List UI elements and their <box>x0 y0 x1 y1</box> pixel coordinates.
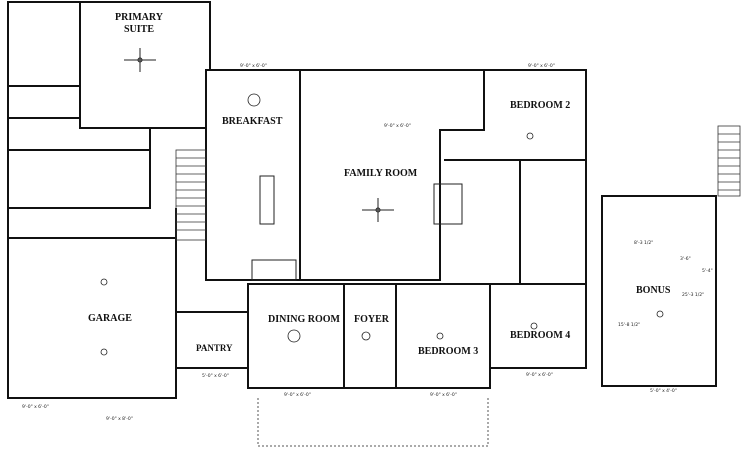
ceiling-fan-icon <box>124 48 156 72</box>
hall-bath-walls <box>444 159 587 285</box>
room-label-bedroom-4: BEDROOM 4 <box>510 330 571 341</box>
room-label-dining-room: DINING ROOM <box>268 314 340 325</box>
dim-garage-bottom: 9'-0" x 8'-0" <box>106 416 133 422</box>
dim-bonus-1: 8'-3 1/2" <box>634 240 653 246</box>
light-fixture-icon <box>530 322 538 330</box>
light-fixture-icon <box>656 310 664 318</box>
light-fixture-icon <box>361 331 371 341</box>
ceiling-fan-icon <box>362 198 394 222</box>
dining-room-walls <box>247 283 345 389</box>
dim-bedroom4-bottom: 9'-0" x 6'-0" <box>526 372 553 378</box>
family-room-walls <box>300 69 485 281</box>
dim-porch-bottom: 9'-0" x 6'-0" <box>22 404 49 410</box>
room-label-bonus: BONUS <box>636 285 671 296</box>
dim-dining-bottom: 9'-0" x 6'-0" <box>284 392 311 398</box>
pantry-walls <box>175 311 249 369</box>
room-label-pantry: PANTRY <box>196 343 233 353</box>
dim-bedroom3-bottom: 9'-0" x 6'-0" <box>430 392 457 398</box>
room-label-breakfast: BREAKFAST <box>222 116 283 127</box>
primary-suite-walls <box>7 1 211 129</box>
bonus-stairs <box>717 125 741 197</box>
dim-bonus-4: 25'-3 1/2" <box>682 292 704 298</box>
front-porch <box>257 398 489 447</box>
bonus-room-walls <box>601 195 717 387</box>
room-label-bedroom-2: BEDROOM 2 <box>510 100 571 111</box>
kitchen-island <box>259 175 275 225</box>
fireplace <box>433 183 463 225</box>
room-label-family-room: FAMILY ROOM <box>344 168 418 179</box>
light-fixture-icon <box>287 329 301 343</box>
kitchen-counter <box>251 259 297 281</box>
main-stairs <box>175 149 207 241</box>
dim-family-mid: 9'-0" x 6'-0" <box>384 123 411 129</box>
room-label-bedroom-3: BEDROOM 3 <box>418 346 479 357</box>
room-label-primary-suite: PRIMARY SUITE <box>115 12 163 35</box>
breakfast-walls <box>205 69 301 281</box>
light-fixture-icon <box>436 332 444 340</box>
light-fixture-icon <box>247 93 261 107</box>
light-fixture-icon <box>100 278 108 286</box>
dim-breakfast-top: 9'-0" x 6'-0" <box>240 63 267 69</box>
room-label-garage: GARAGE <box>88 313 132 324</box>
dim-bonus-5: 15'-8 1/2" <box>618 322 640 328</box>
room-label-foyer: FOYER <box>354 314 389 325</box>
laundry-walls <box>7 118 151 209</box>
bedroom-2-walls <box>444 69 587 161</box>
light-fixture-icon <box>526 132 534 140</box>
dim-bonus-3: 5'-4" <box>702 268 713 274</box>
dim-pantry-bottom: 5'-0" x 6'-0" <box>202 373 229 379</box>
dim-bonus-bottom: 5'-0" x 4'-0" <box>650 388 677 394</box>
dim-bedroom2-top: 9'-0" x 6'-0" <box>528 63 555 69</box>
bedroom-4-walls <box>489 283 587 369</box>
dim-bonus-2: 3'-6" <box>680 256 691 262</box>
light-fixture-icon <box>100 348 108 356</box>
